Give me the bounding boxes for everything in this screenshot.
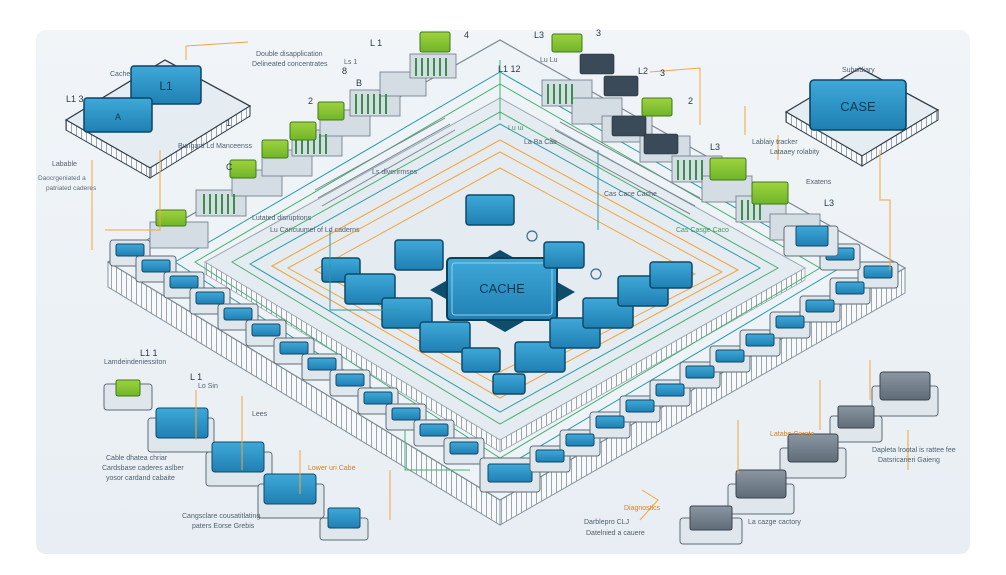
label-top-l2: L1 12 bbox=[498, 64, 521, 74]
tl-box-caption: Cache bbox=[110, 71, 130, 78]
annotation-labels: Double disapplication Delineated concent… bbox=[38, 28, 956, 537]
label-left-mid: Lamdeindeniessiton bbox=[104, 359, 166, 366]
tl-chip-a-label: A bbox=[115, 112, 121, 122]
bottom-left-chips bbox=[103, 379, 369, 541]
label-br-g: Diagnostics bbox=[624, 505, 661, 512]
label-ring-c: Lu ui bbox=[508, 125, 524, 132]
label-left-l: L 1 bbox=[190, 372, 202, 382]
label-top-l3: L3 bbox=[534, 30, 544, 40]
label-bl-c: yosor cardand cabaite bbox=[106, 475, 175, 482]
bottom-right-chips bbox=[679, 371, 939, 545]
label-bl-f: paters Eorse Grebis bbox=[192, 523, 255, 530]
label-right-b: Lataaey rolabity bbox=[770, 149, 820, 156]
label-tl-a: Double disapplication bbox=[256, 51, 323, 58]
tl-chip-l1-label: L1 bbox=[159, 79, 173, 93]
label-br-f: Datelnied a cauere bbox=[586, 530, 645, 537]
label-num-3b: 3 bbox=[596, 28, 601, 38]
label-tl-f: Bungard Ld Manceenss bbox=[178, 143, 252, 150]
label-left-l1: L1 1 bbox=[140, 348, 158, 358]
label-ring-d: Ls diverirmses bbox=[372, 169, 418, 176]
label-br-e: Darblepro CLJ bbox=[584, 519, 629, 526]
label-bl-a: Cable dhatea chriar bbox=[106, 455, 168, 462]
label-right-d: L3 bbox=[824, 198, 834, 208]
label-top-l2b: L2 bbox=[638, 66, 648, 76]
label-num-1: 1 bbox=[226, 118, 231, 128]
label-bl-b: Cardsbase caderes aslber bbox=[102, 465, 184, 472]
label-num-3: 3 bbox=[660, 68, 665, 78]
label-num-2b: 2 bbox=[688, 96, 693, 106]
label-right-c: Exatens bbox=[806, 179, 832, 186]
label-tl-c: Labable bbox=[52, 161, 77, 168]
label-ring-a: Lutated disruptions bbox=[252, 215, 312, 222]
inner-ridges bbox=[314, 117, 701, 215]
center-chip-label: CACHE bbox=[479, 281, 525, 296]
label-br-c: Latabe Careta bbox=[770, 431, 814, 438]
label-br-b: Datsricarieri Gaieng bbox=[878, 457, 940, 464]
label-ring-f: Cas Cace Cache bbox=[604, 191, 657, 198]
label-top-ls: Ls 1 bbox=[344, 59, 357, 66]
connector-lines bbox=[91, 41, 909, 521]
label-num-4: 4 bbox=[464, 30, 469, 40]
label-num-c: C bbox=[226, 162, 233, 172]
inner-chips bbox=[321, 194, 693, 395]
label-br-d: La cazge cactory bbox=[748, 519, 801, 526]
central-cache-chip: CACHE bbox=[430, 250, 575, 332]
label-ring-g: Cas Casge Caco bbox=[676, 227, 729, 234]
label-tl-d: Daocrgeniated a bbox=[38, 175, 86, 182]
label-left-les: Lees bbox=[252, 411, 268, 418]
label-bl-e: Cangsclare cousatitlating bbox=[182, 513, 260, 520]
label-bl-d: Lower uri Cabe bbox=[308, 465, 356, 472]
label-right-a: Lablaiy tracker bbox=[752, 139, 798, 146]
label-top-l3b: L3 bbox=[710, 142, 720, 152]
label-tl-e: patriated caderes bbox=[46, 185, 97, 192]
memory-modules-left bbox=[149, 31, 457, 249]
tr-box-caption: Subsidiary bbox=[842, 67, 875, 74]
label-top-lu: Lu Lu bbox=[540, 57, 558, 64]
label-ring-b: Lu Caricuumel of Ld caderns bbox=[270, 227, 360, 234]
label-left-leaf: Lo Sin bbox=[198, 383, 218, 390]
label-tl-b: Delineated concentrates bbox=[252, 61, 328, 68]
top-left-cache-box: L1 A Cache L1 3 bbox=[64, 59, 252, 179]
tr-chip-label: CASE bbox=[840, 99, 876, 114]
label-num-8: 8 bbox=[342, 66, 347, 76]
edge-modules-right bbox=[529, 243, 899, 473]
tl-box-tag: L1 3 bbox=[66, 94, 84, 104]
edge-modules-left bbox=[109, 239, 541, 493]
label-num-2: 2 bbox=[308, 96, 313, 106]
top-right-cache-box: CASE Subsidiary bbox=[784, 67, 940, 167]
ring-icons bbox=[526, 230, 602, 280]
label-num-b: B bbox=[356, 78, 362, 88]
label-br-a: Dapleta lrootal is rattee fee bbox=[872, 447, 956, 454]
label-top-l1: L 1 bbox=[370, 38, 382, 48]
right-side-chip bbox=[783, 225, 839, 257]
label-ring-e: La Ba Cas bbox=[524, 139, 557, 146]
